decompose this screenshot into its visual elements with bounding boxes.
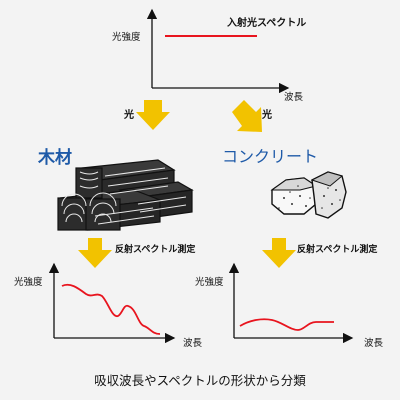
wood-reflectance-curve — [61, 283, 161, 335]
wood-ylabel: 光強度 — [14, 276, 43, 288]
measure-arrow-left-icon — [78, 238, 112, 268]
incident-spectrum-plot: 光強度 波長 入射光スペクトル — [112, 8, 306, 103]
concrete-ylabel: 光強度 — [195, 276, 224, 288]
measurement-left: 反射スペクトル測定 — [78, 238, 196, 268]
light-label-right: 光 — [261, 108, 272, 121]
light-label-left: 光 — [123, 108, 134, 121]
concrete-rock-icon — [270, 171, 347, 219]
incident-series-label: 入射光スペクトル — [227, 16, 306, 29]
incident-xlabel: 波長 — [284, 91, 304, 103]
concrete-label: コンクリート — [222, 147, 318, 166]
concrete-xlabel: 波長 — [364, 337, 384, 349]
light-arrow-right-icon — [232, 100, 262, 132]
measurement-right: 反射スペクトル測定 — [262, 238, 378, 268]
light-arrow-left-icon — [136, 100, 170, 130]
measure-arrow-right-icon — [262, 238, 296, 268]
wood-xlabel: 波長 — [183, 337, 203, 349]
measurement-label-right: 反射スペクトル測定 — [297, 243, 378, 255]
caption: 吸収波長やスペクトルの形状から分類 — [94, 373, 306, 388]
wood-label: 木材 — [37, 147, 72, 168]
incident-ylabel: 光強度 — [112, 31, 141, 43]
concrete-reflectance-plot: 光強度 波長 — [195, 262, 384, 349]
light-branch-left: 光 — [123, 100, 170, 130]
wood-lumber-icon — [57, 159, 194, 231]
light-branch-right: 光 — [232, 100, 272, 132]
wood-reflectance-plot: 光強度 波長 — [14, 262, 203, 349]
concrete-reflectance-curve — [239, 318, 334, 331]
measurement-label-left: 反射スペクトル測定 — [115, 243, 196, 255]
